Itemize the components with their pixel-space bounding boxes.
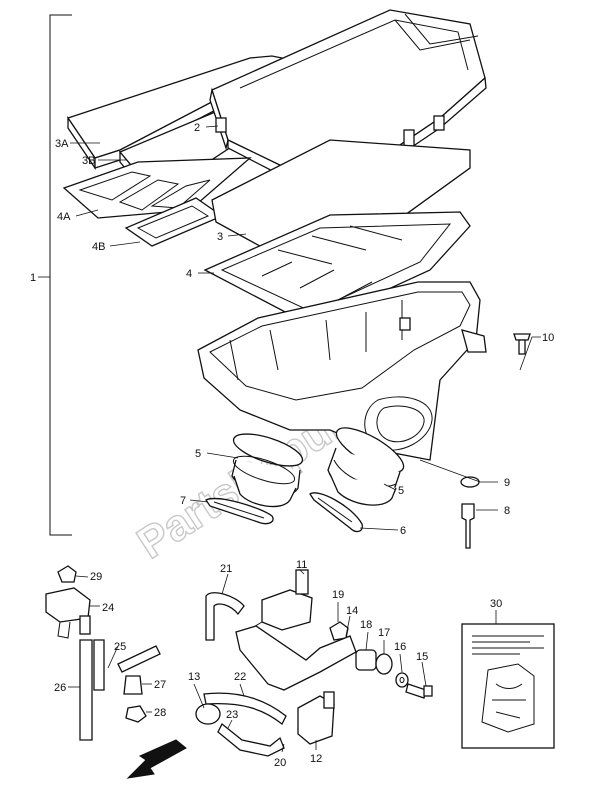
part-12-solenoid-valve[interactable] [297,691,335,745]
label-4A: 4A [57,211,71,223]
label-5-left: 5 [195,448,201,460]
label-15: 15 [416,651,428,663]
part-16-washer[interactable] [395,672,409,688]
part-18-collar[interactable] [355,649,377,671]
part-26-hose[interactable] [79,639,105,741]
part-number-labels: 1 2 3A 3B 3 4A 4B 4 5 5 6 7 8 9 10 11 12… [30,122,554,769]
part-22-hose[interactable] [203,692,287,726]
label-17: 17 [378,627,390,639]
part-27-cap[interactable] [123,675,143,695]
part-5-intake-boot-right[interactable] [327,420,409,506]
part-7-clamp[interactable] [205,498,274,525]
part-28-joint[interactable] [125,705,147,723]
part-5-intake-boot-left[interactable] [230,427,306,508]
label-16: 16 [394,641,406,653]
label-14: 14 [346,605,358,617]
part-6-clamp[interactable] [309,492,363,533]
label-13: 13 [188,671,200,683]
label-21: 21 [220,563,232,575]
label-9: 9 [504,477,510,489]
label-2: 2 [194,122,200,134]
part-17-grommet[interactable] [375,653,393,675]
label-4B: 4B [92,241,105,253]
front-direction-arrow-icon [126,739,187,779]
part-29-cap[interactable] [57,565,77,583]
label-18: 18 [360,619,372,631]
part-4A-gasket[interactable] [62,157,252,219]
part-11-solenoid-valve[interactable] [251,569,313,641]
part-15-bolt[interactable] [405,683,433,699]
part-23-hose[interactable] [217,722,285,757]
label-4: 4 [186,268,192,280]
label-8: 8 [504,505,510,517]
label-6: 6 [400,525,406,537]
label-26: 26 [54,682,66,694]
label-12: 12 [310,753,322,765]
label-24: 24 [102,602,114,614]
label-3B: 3B [82,155,95,167]
label-29: 29 [90,571,102,583]
label-11: 11 [296,559,307,571]
leader-lines [68,125,541,753]
label-3: 3 [217,231,223,243]
part-13-filter[interactable] [195,703,221,725]
label-25: 25 [114,641,126,653]
part-8-drain-plug[interactable] [461,503,475,549]
part-25-hose[interactable] [117,645,161,673]
air-cleaner-case[interactable] [197,281,487,461]
label-3A: 3A [55,138,69,150]
part-10-screw[interactable] [513,333,531,355]
label-20: 20 [274,757,286,769]
label-27: 27 [154,679,166,691]
label-19: 19 [332,589,344,601]
label-10: 10 [542,332,554,344]
label-23: 23 [226,709,238,721]
label-22: 22 [234,671,246,683]
part-30-hose-routing-label[interactable] [461,623,555,749]
label-1: 1 [30,272,36,284]
label-28: 28 [154,707,166,719]
label-5-right: 5 [398,485,404,497]
label-30: 30 [490,598,502,610]
assembly-bracket-1 [38,14,72,536]
part-24-vacuum-valve[interactable] [45,587,91,639]
label-7: 7 [180,495,186,507]
part-21-hose[interactable] [205,592,245,641]
